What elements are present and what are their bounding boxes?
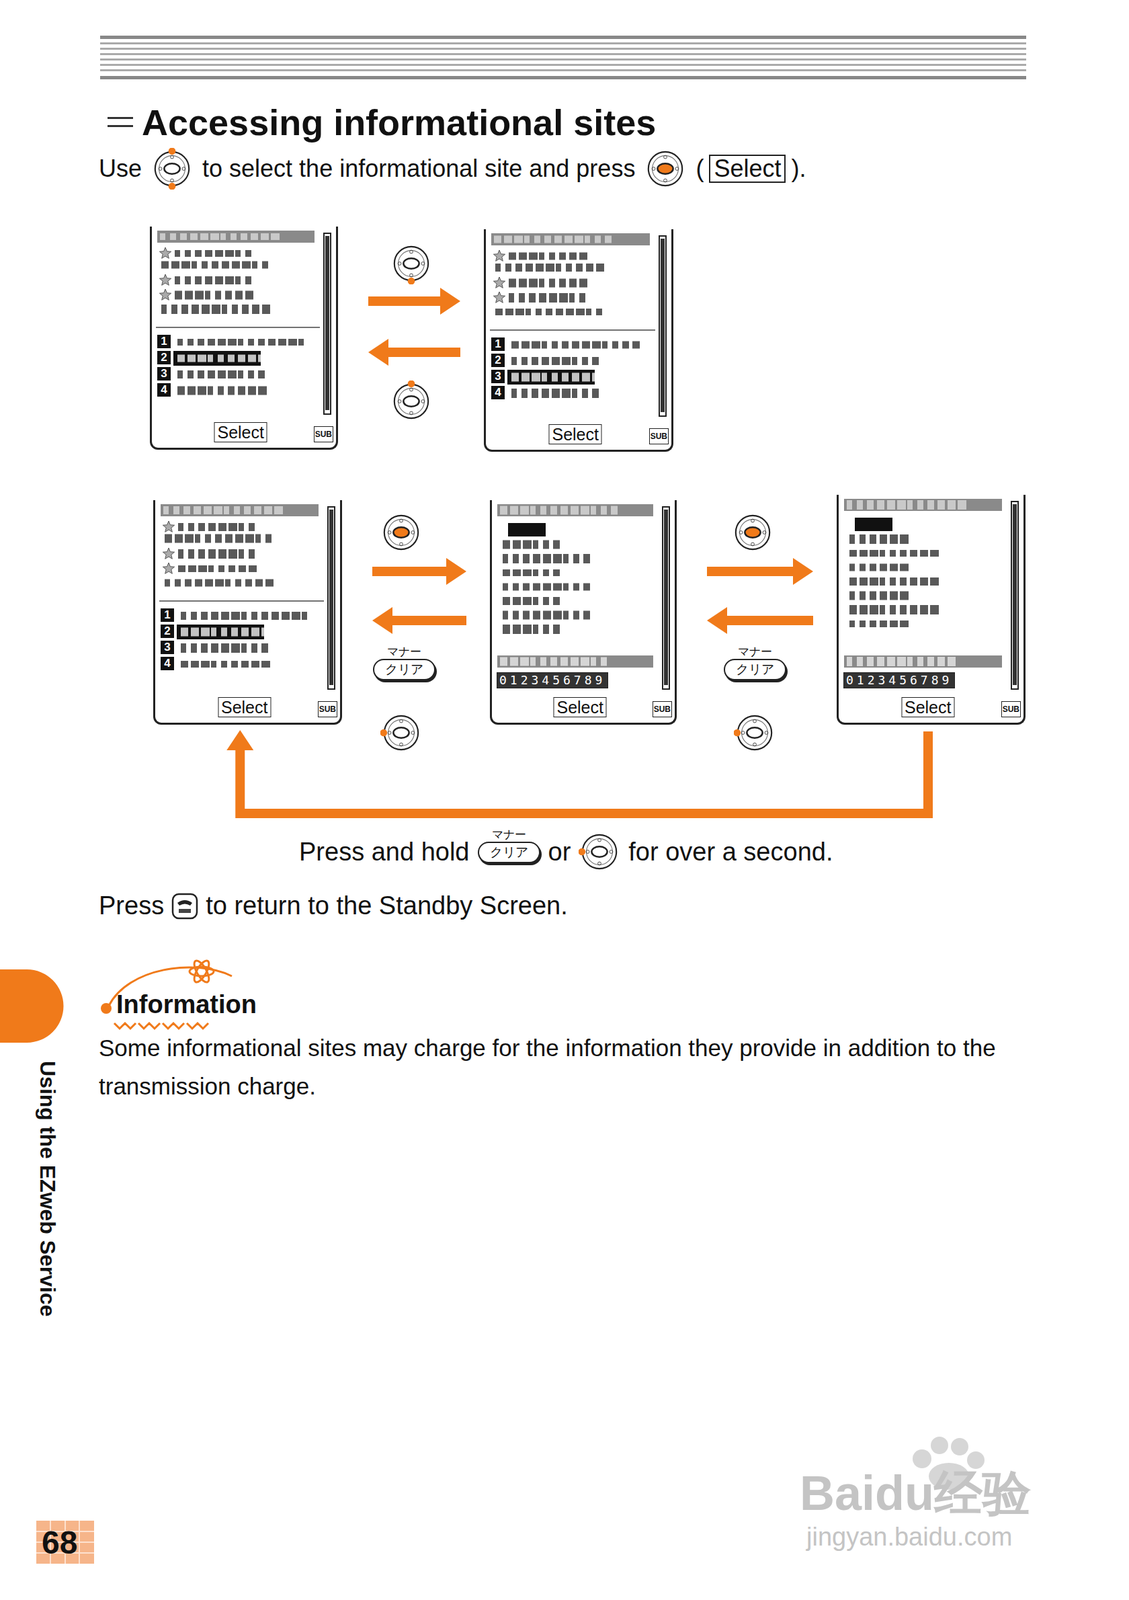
menu-number: 1	[160, 608, 175, 622]
caption-text: or	[548, 837, 572, 867]
key-label: クリア	[735, 661, 775, 678]
menu-number: 2	[160, 624, 175, 638]
clear-key: マナークリア	[477, 827, 541, 863]
nav-key-symbol	[390, 242, 433, 285]
softkey-label: Select	[548, 424, 602, 445]
info-heading: Information	[116, 989, 257, 1019]
nav-key-symbol	[390, 380, 433, 423]
body-text: to return to the Standby Screen.	[205, 891, 568, 921]
flow-arrow	[368, 287, 461, 315]
instruction-text: Use	[98, 154, 142, 183]
watermark: jingyan.baidu.com	[806, 1521, 1013, 1552]
clear-key: マナークリア	[372, 645, 436, 681]
menu-number: 3	[157, 366, 171, 381]
menu-number: 3	[491, 369, 505, 384]
menu-number: 1	[157, 334, 171, 349]
menu-number: 3	[160, 640, 175, 654]
flow-arrow	[368, 338, 461, 366]
caption-text: for over a second.	[628, 837, 833, 867]
instruction-text: (	[695, 154, 704, 183]
info-body: Some informational sites may charge for …	[98, 1028, 1040, 1105]
key-label: クリア	[489, 844, 529, 861]
sub-label: SUB	[1001, 700, 1021, 718]
softkey-label: Select	[213, 422, 267, 443]
screen-content	[838, 494, 1024, 723]
nav-key-icon	[380, 511, 423, 554]
title-mark	[107, 116, 134, 128]
nav-key-icon	[390, 380, 433, 423]
menu-number: 2	[157, 350, 171, 365]
sub-label: SUB	[317, 700, 338, 718]
menu-number: 2	[491, 353, 505, 367]
instruction-text: to select the informational site and pre…	[202, 154, 636, 183]
key-caption: マナー	[387, 645, 422, 659]
power-key-icon	[170, 891, 199, 921]
flow-arrow	[372, 606, 467, 634]
header-stripes	[100, 35, 1027, 80]
key-caption: マナー	[737, 645, 773, 659]
nav-key-symbol	[733, 711, 776, 754]
nav-key-icon	[644, 147, 687, 190]
nav-key-symbol	[151, 147, 193, 190]
nav-key-symbol	[644, 147, 687, 190]
key-label: クリア	[385, 661, 424, 678]
sub-label: SUB	[649, 428, 669, 445]
caption-line: Press and holdマナークリアorfor over a second.	[299, 830, 833, 873]
clear-key: マナークリア	[723, 645, 787, 681]
nav-key-icon	[151, 147, 193, 190]
nav-key-icon	[733, 711, 776, 754]
flow-arrow	[226, 729, 929, 814]
nav-key-symbol	[380, 711, 423, 754]
softkey-label: Select	[553, 696, 607, 718]
page-number-ground	[36, 1520, 95, 1564]
screen-content	[485, 229, 672, 450]
body-text: Press	[98, 891, 164, 921]
instruction-line: Use to select the informational site and …	[98, 147, 806, 190]
nav-key-icon	[390, 242, 433, 285]
phone-screen: 1 2 3 4Select SUB	[153, 499, 343, 725]
phone-screen: 123 4Select SUB	[149, 226, 339, 450]
phone-screen: 0123456789Select SUB	[489, 499, 677, 725]
sub-label: SUB	[652, 700, 673, 718]
key-caption: マナー	[491, 827, 527, 842]
nav-key-icon	[578, 830, 621, 873]
side-tab	[0, 969, 64, 1043]
page-number: 68	[41, 1524, 78, 1561]
menu-number: 1	[491, 337, 505, 351]
caption-text: Press and hold	[299, 837, 470, 867]
menu-number: 4	[157, 383, 171, 397]
softkey-label: Select	[708, 154, 786, 183]
phone-screen: 1 2 34Select SUB	[483, 229, 674, 452]
sub-label: SUB	[313, 426, 334, 443]
flow-arrow	[706, 557, 814, 585]
screen-content	[491, 499, 675, 723]
screen-content	[155, 499, 341, 723]
flow-arrow	[706, 606, 814, 634]
menu-number: 4	[160, 656, 175, 671]
menu-number: 4	[491, 385, 505, 400]
watermark: Baidu经验	[799, 1465, 1031, 1521]
clear-key-oval: クリア	[477, 841, 541, 863]
softkey-label: Select	[901, 696, 955, 718]
screen-content	[151, 226, 337, 448]
nav-key-icon	[731, 511, 774, 554]
instruction-text: ).	[790, 154, 806, 183]
nav-key-symbol	[380, 511, 423, 554]
flow-arrow	[372, 557, 467, 585]
standby-line: Press to return to the Standby Screen.	[98, 891, 568, 921]
nav-key-icon	[380, 711, 423, 754]
phone-screen: 0123456789Select SUB	[836, 494, 1026, 725]
nav-key-symbol	[731, 511, 774, 554]
page-title: Accessing informational sites	[141, 100, 656, 144]
side-tab-text: Using the EZweb Service	[34, 1060, 61, 1317]
clear-key-oval: クリア	[372, 658, 436, 681]
digit-row: 0123456789	[497, 672, 608, 688]
nav-key-symbol	[578, 830, 621, 873]
digit-row: 0123456789	[844, 672, 955, 688]
clear-key-oval: クリア	[723, 658, 787, 681]
softkey-label: Select	[217, 696, 271, 718]
